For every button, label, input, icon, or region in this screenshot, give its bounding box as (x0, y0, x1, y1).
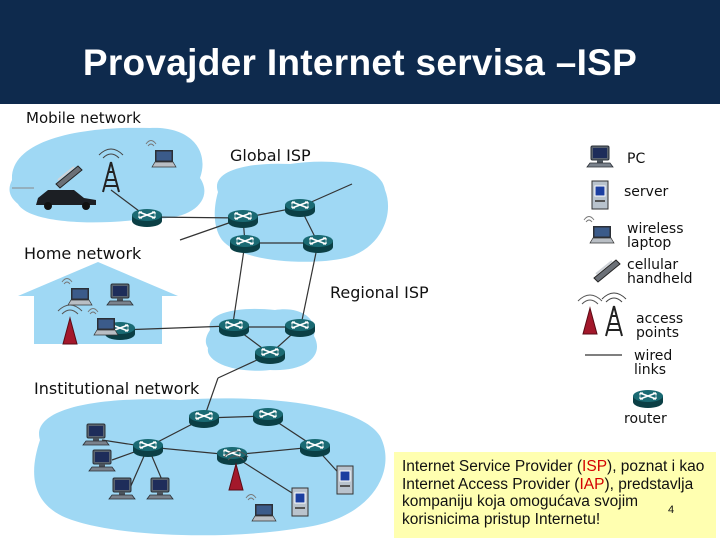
slide-number: 4 (668, 504, 675, 516)
network-diagram: Mobile network Global ISP Home network R… (9, 109, 692, 536)
caption-isp-highlight: ISP (582, 458, 608, 475)
isp-definition-caption: Internet Service Provider (ISP), poznat … (394, 452, 716, 538)
slide-title: Provajder Internet servisa –ISP (82, 42, 638, 83)
legend: PC server wireless laptop cellular handh… (577, 145, 692, 427)
caption-text-2: ), poznat i kao Internet Access Provider… (402, 458, 705, 493)
legend-wireless-laptop-line1: wireless (627, 221, 684, 237)
mobile-network-label: Mobile network (26, 109, 141, 127)
server-icon (591, 180, 609, 210)
legend-wired-links-line1: wired (634, 348, 672, 364)
caption-text-1: Internet Service Provider ( (402, 458, 583, 475)
institutional-network-label: Institutional network (34, 379, 200, 398)
legend-wired-links-line2: links (634, 362, 666, 378)
legend-access-points-line2: points (636, 325, 679, 341)
legend-router-label: router (624, 411, 667, 427)
legend-pc-label: PC (627, 151, 645, 167)
home-network-label: Home network (24, 244, 142, 263)
cellphone-icon (593, 259, 621, 283)
slide-header: Provajder Internet servisa –ISP (0, 0, 720, 104)
car-icon (12, 187, 96, 210)
legend-access-points-line1: access (636, 311, 683, 327)
legend-wireless-laptop-line2: laptop (627, 235, 671, 251)
legend-cellular-handheld-line2: handheld (627, 271, 692, 287)
access-point-icon (577, 292, 627, 337)
global-isp-label: Global ISP (230, 146, 311, 165)
home-network-house (18, 262, 178, 344)
laptop-icon (583, 216, 615, 244)
legend-cellular-handheld-line1: cellular (627, 257, 678, 273)
pc-icon (586, 145, 614, 168)
caption-iap-highlight: IAP (579, 475, 605, 493)
legend-server-label: server (624, 184, 669, 200)
caption-text-3: ), predstavlja kompaniju koja omogućava … (402, 475, 694, 528)
pc-icon (106, 283, 134, 306)
router-icon (632, 389, 664, 409)
regional-isp-label: Regional ISP (330, 283, 429, 302)
